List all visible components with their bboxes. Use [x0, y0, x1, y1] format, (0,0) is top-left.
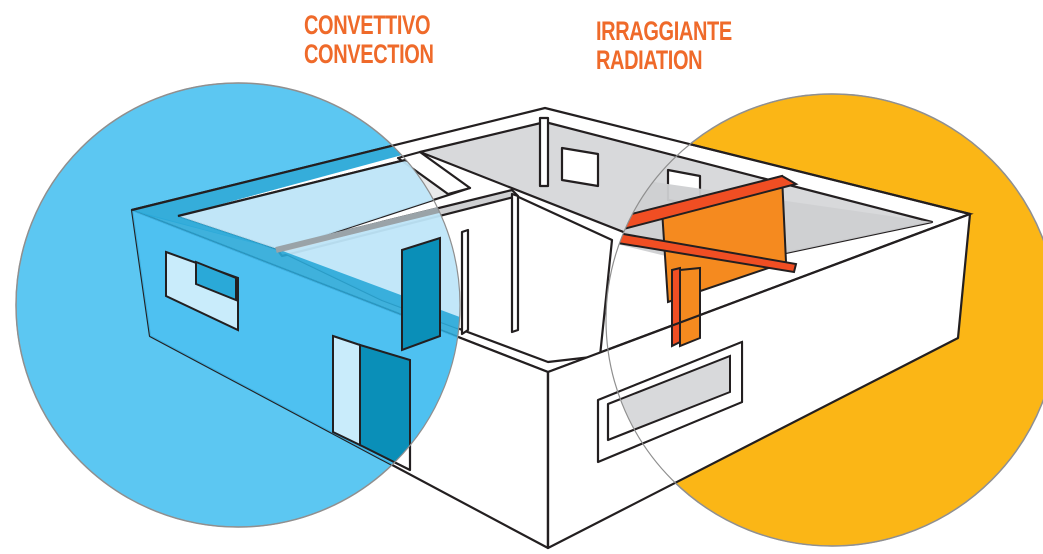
- radiation-label-en: RADIATION: [596, 45, 703, 75]
- convection-label: CONVETTIVO CONVECTION: [304, 11, 434, 69]
- inner-wall-d: [538, 116, 550, 188]
- convection-label-en: CONVECTION: [304, 39, 434, 69]
- inner-wall-a: [396, 150, 472, 196]
- back-window: [560, 146, 600, 188]
- radiation-label-it: IRRAGGIANTE: [596, 16, 732, 46]
- interior-door-right: [460, 228, 470, 336]
- radiation-overlay: [606, 106, 974, 464]
- convection-label-it: CONVETTIVO: [304, 10, 431, 40]
- radiation-label: IRRAGGIANTE RADIATION: [596, 17, 732, 75]
- inner-wall-c: [510, 192, 520, 334]
